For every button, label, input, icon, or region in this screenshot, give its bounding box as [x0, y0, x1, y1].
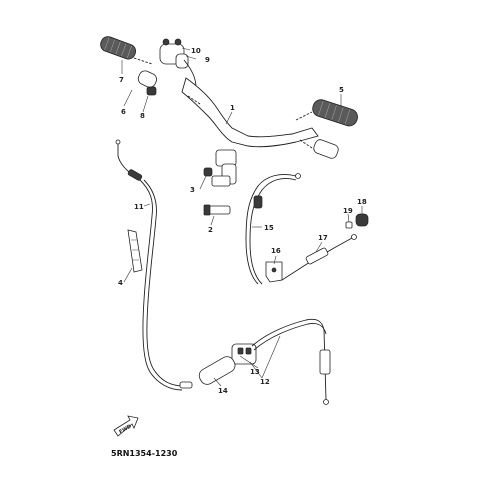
callout-15: 15 [264, 224, 274, 232]
throttle-housing [159, 38, 197, 89]
callout-10: 10 [191, 47, 201, 55]
fwd-arrow-icon: FWD [113, 415, 139, 437]
callout-3: 3 [190, 186, 195, 194]
throttle-assembly [231, 318, 331, 405]
callout-13: 13 [250, 368, 260, 376]
callout-16: 16 [271, 247, 281, 255]
cap-and-nut [345, 213, 369, 229]
callout-17: 17 [318, 234, 328, 242]
callout-11: 11 [134, 203, 144, 211]
handlebar-holder [203, 149, 237, 187]
fwd-label: FWD [118, 424, 132, 436]
callout-4: 4 [118, 279, 123, 287]
handlebar [181, 77, 339, 159]
callout-8: 8 [140, 112, 145, 120]
cable-band [127, 229, 143, 273]
left-grip [100, 36, 137, 60]
bar-end-weight [137, 70, 157, 96]
callout-2: 2 [208, 226, 213, 234]
callout-9: 9 [205, 56, 210, 64]
callout-7: 7 [119, 76, 124, 84]
leader-lines [121, 47, 363, 387]
clutch-cable [245, 173, 301, 285]
callout-1: 1 [230, 104, 235, 112]
throttle-tube [198, 356, 236, 385]
adjuster-cable [281, 234, 357, 281]
throttle-cable [115, 139, 193, 391]
callout-18: 18 [357, 198, 367, 206]
reference-code: 5RN1354-1230 [111, 449, 178, 458]
callout-6: 6 [121, 108, 126, 116]
callout-19: 19 [343, 207, 353, 215]
callout-12: 12 [260, 378, 270, 386]
cable-bracket [265, 261, 283, 283]
callout-14: 14 [218, 387, 228, 395]
callout-5: 5 [339, 86, 344, 94]
right-grip [312, 99, 358, 127]
bolt [203, 204, 231, 216]
